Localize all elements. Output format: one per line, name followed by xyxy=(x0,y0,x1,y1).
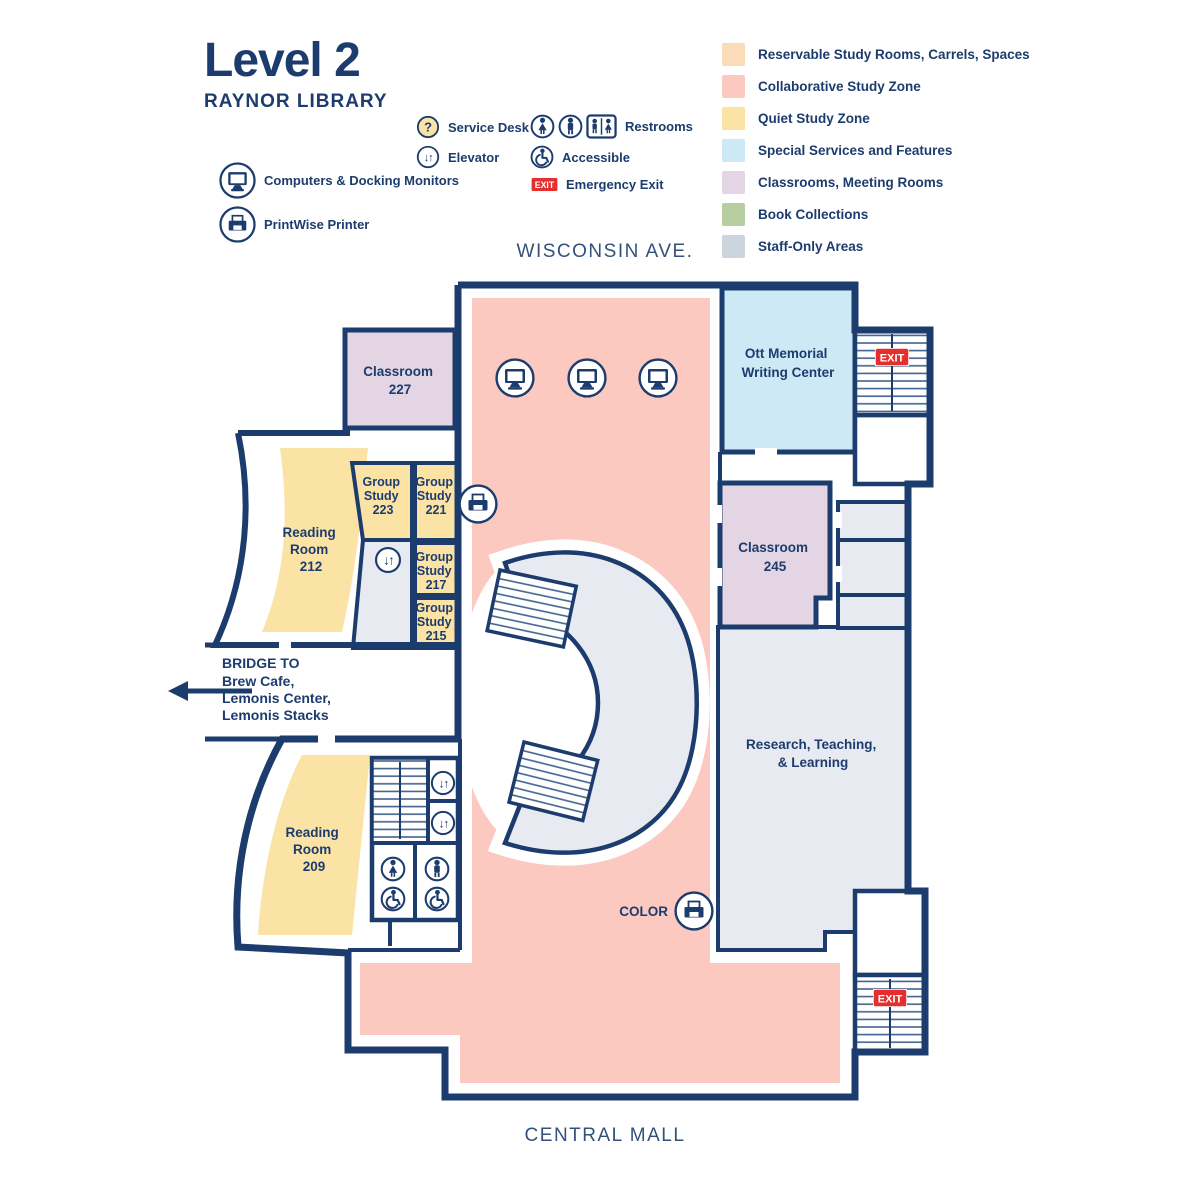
room-group-study-217 xyxy=(413,541,459,597)
swatch-quiet xyxy=(722,107,745,130)
computer-monitor-icon xyxy=(567,358,607,398)
label-bridge-to: BRIDGE TO Brew Cafe, Lemonis Center, Lem… xyxy=(222,655,335,723)
street-label-top: WISCONSIN AVE. xyxy=(517,241,694,262)
exit-badge-icon xyxy=(531,177,558,192)
color-legend-row: Reservable Study Rooms, Carrels, Spaces xyxy=(722,43,1030,66)
legend-restrooms: Restrooms xyxy=(530,114,693,139)
mens-restroom-icon xyxy=(424,856,450,882)
mens-restroom-icon xyxy=(558,114,583,139)
color-legend-label: Staff-Only Areas xyxy=(758,239,864,254)
street-label-bottom: CENTRAL MALL xyxy=(525,1125,686,1146)
legend-accessible-label: Accessible xyxy=(562,149,630,165)
printer-icon xyxy=(219,206,256,243)
legend-computers-label: Computers & Docking Monitors xyxy=(264,173,460,188)
womens-restroom-icon xyxy=(530,114,555,139)
legend-printwise: PrintWise Printer xyxy=(219,206,369,243)
swatch-staff xyxy=(722,235,745,258)
bridge-corridor-walls xyxy=(205,642,283,742)
label-group-study-215: Group Study 215 xyxy=(416,601,457,643)
color-legend-label: Book Collections xyxy=(758,207,869,222)
swatch-reservable xyxy=(722,43,745,66)
accessible-icon xyxy=(424,886,450,912)
library-name: RAYNOR LIBRARY xyxy=(204,91,388,113)
label-research-teaching: Research, Teaching, & Learning xyxy=(746,737,880,770)
family-restroom-icon xyxy=(586,114,617,139)
womens-restroom-icon xyxy=(380,856,406,882)
interior-walls xyxy=(348,452,908,952)
label-color-printer: COLOR xyxy=(619,904,668,919)
legend-emergency-exit: Emergency Exit xyxy=(531,177,664,192)
label-reading-room-209: Reading Room 209 xyxy=(285,825,342,874)
emergency-exit-badge xyxy=(875,348,909,366)
legend-emergency-exit-label: Emergency Exit xyxy=(566,177,664,192)
reading-wing-north-wall xyxy=(210,430,458,648)
quiet-zone-reading-room-209 xyxy=(258,755,370,935)
grand-staircase-crescent xyxy=(502,550,699,855)
label-classroom-227: Classroom 227 xyxy=(363,364,437,397)
swatch-classrooms xyxy=(722,171,745,194)
label-classroom-245: Classroom 245 xyxy=(738,540,812,574)
elevator-icon xyxy=(374,546,402,574)
restroom-icons xyxy=(530,114,617,139)
stairwell-landing-top-right xyxy=(852,412,933,487)
legend-printwise-label: PrintWise Printer xyxy=(264,217,370,232)
page-title: Level 2 xyxy=(204,34,361,87)
legend-service-desk-label: Service Desk xyxy=(448,119,529,135)
color-legend: Reservable Study Rooms, Carrels, Spaces … xyxy=(722,43,1030,258)
staff-rooms-area xyxy=(836,500,910,630)
color-legend-row: Quiet Study Zone xyxy=(722,107,1030,130)
swatch-books xyxy=(722,203,745,226)
color-legend-row: Classrooms, Meeting Rooms xyxy=(722,171,1030,194)
room-classroom-245 xyxy=(717,480,833,630)
elevator-icon xyxy=(430,770,456,796)
room-classroom-227 xyxy=(342,327,458,431)
legend-computers: Computers & Docking Monitors xyxy=(219,162,459,199)
color-legend-row: Book Collections xyxy=(722,203,1030,226)
color-printer-icon xyxy=(674,891,714,931)
computer-monitor-icon xyxy=(638,358,678,398)
monitor-icon xyxy=(219,162,256,199)
legend-elevator: Elevator xyxy=(416,145,499,169)
accessible-icon xyxy=(530,145,554,169)
emergency-exit-badge xyxy=(873,989,907,1007)
elevator-icon xyxy=(416,145,440,169)
color-legend-label: Collaborative Study Zone xyxy=(758,79,921,94)
color-legend-label: Classrooms, Meeting Rooms xyxy=(758,175,944,190)
color-legend-row: Special Services and Features xyxy=(722,139,1030,162)
room-group-study-221 xyxy=(413,461,459,542)
elevator-icon xyxy=(430,810,456,836)
color-legend-label: Special Services and Features xyxy=(758,143,953,158)
legend-restrooms-label: Restrooms xyxy=(625,119,693,134)
stair-flight-upper xyxy=(485,567,579,649)
color-legend-row: Staff-Only Areas xyxy=(722,235,1030,258)
color-legend-label: Reservable Study Rooms, Carrels, Spaces xyxy=(758,47,1030,62)
door-openings xyxy=(279,448,842,650)
computer-monitor-icon xyxy=(495,358,535,398)
legend-service-desk: Service Desk xyxy=(416,115,529,139)
label-group-study-223: Group Study 223 xyxy=(363,475,404,517)
label-group-study-217: Group Study 217 xyxy=(416,550,457,592)
swatch-special xyxy=(722,139,745,162)
swatch-collaborative xyxy=(722,75,745,98)
label-reading-room-212: Reading Room 212 xyxy=(282,525,339,574)
label-ott-writing-center: Ott Memorial Writing Center xyxy=(742,346,835,380)
quiet-zone-reading-room-212 xyxy=(262,448,368,632)
color-legend-label: Quiet Study Zone xyxy=(758,111,870,126)
service-desk-icon xyxy=(416,115,440,139)
title-block: Level 2 RAYNOR LIBRARY xyxy=(204,34,388,113)
stairwell-landing-bottom-right xyxy=(852,888,928,978)
color-legend-row: Collaborative Study Zone xyxy=(722,75,1030,98)
room-ott-writing-center xyxy=(719,285,858,455)
accessible-icon xyxy=(380,886,406,912)
bridge-arrow-icon xyxy=(168,681,252,701)
printwise-printer-icon xyxy=(458,484,498,524)
label-group-study-221: Group Study 221 xyxy=(416,475,457,517)
stair-flight-lower xyxy=(506,739,600,823)
legend-accessible: Accessible xyxy=(530,145,630,169)
legend-elevator-label: Elevator xyxy=(448,149,500,165)
